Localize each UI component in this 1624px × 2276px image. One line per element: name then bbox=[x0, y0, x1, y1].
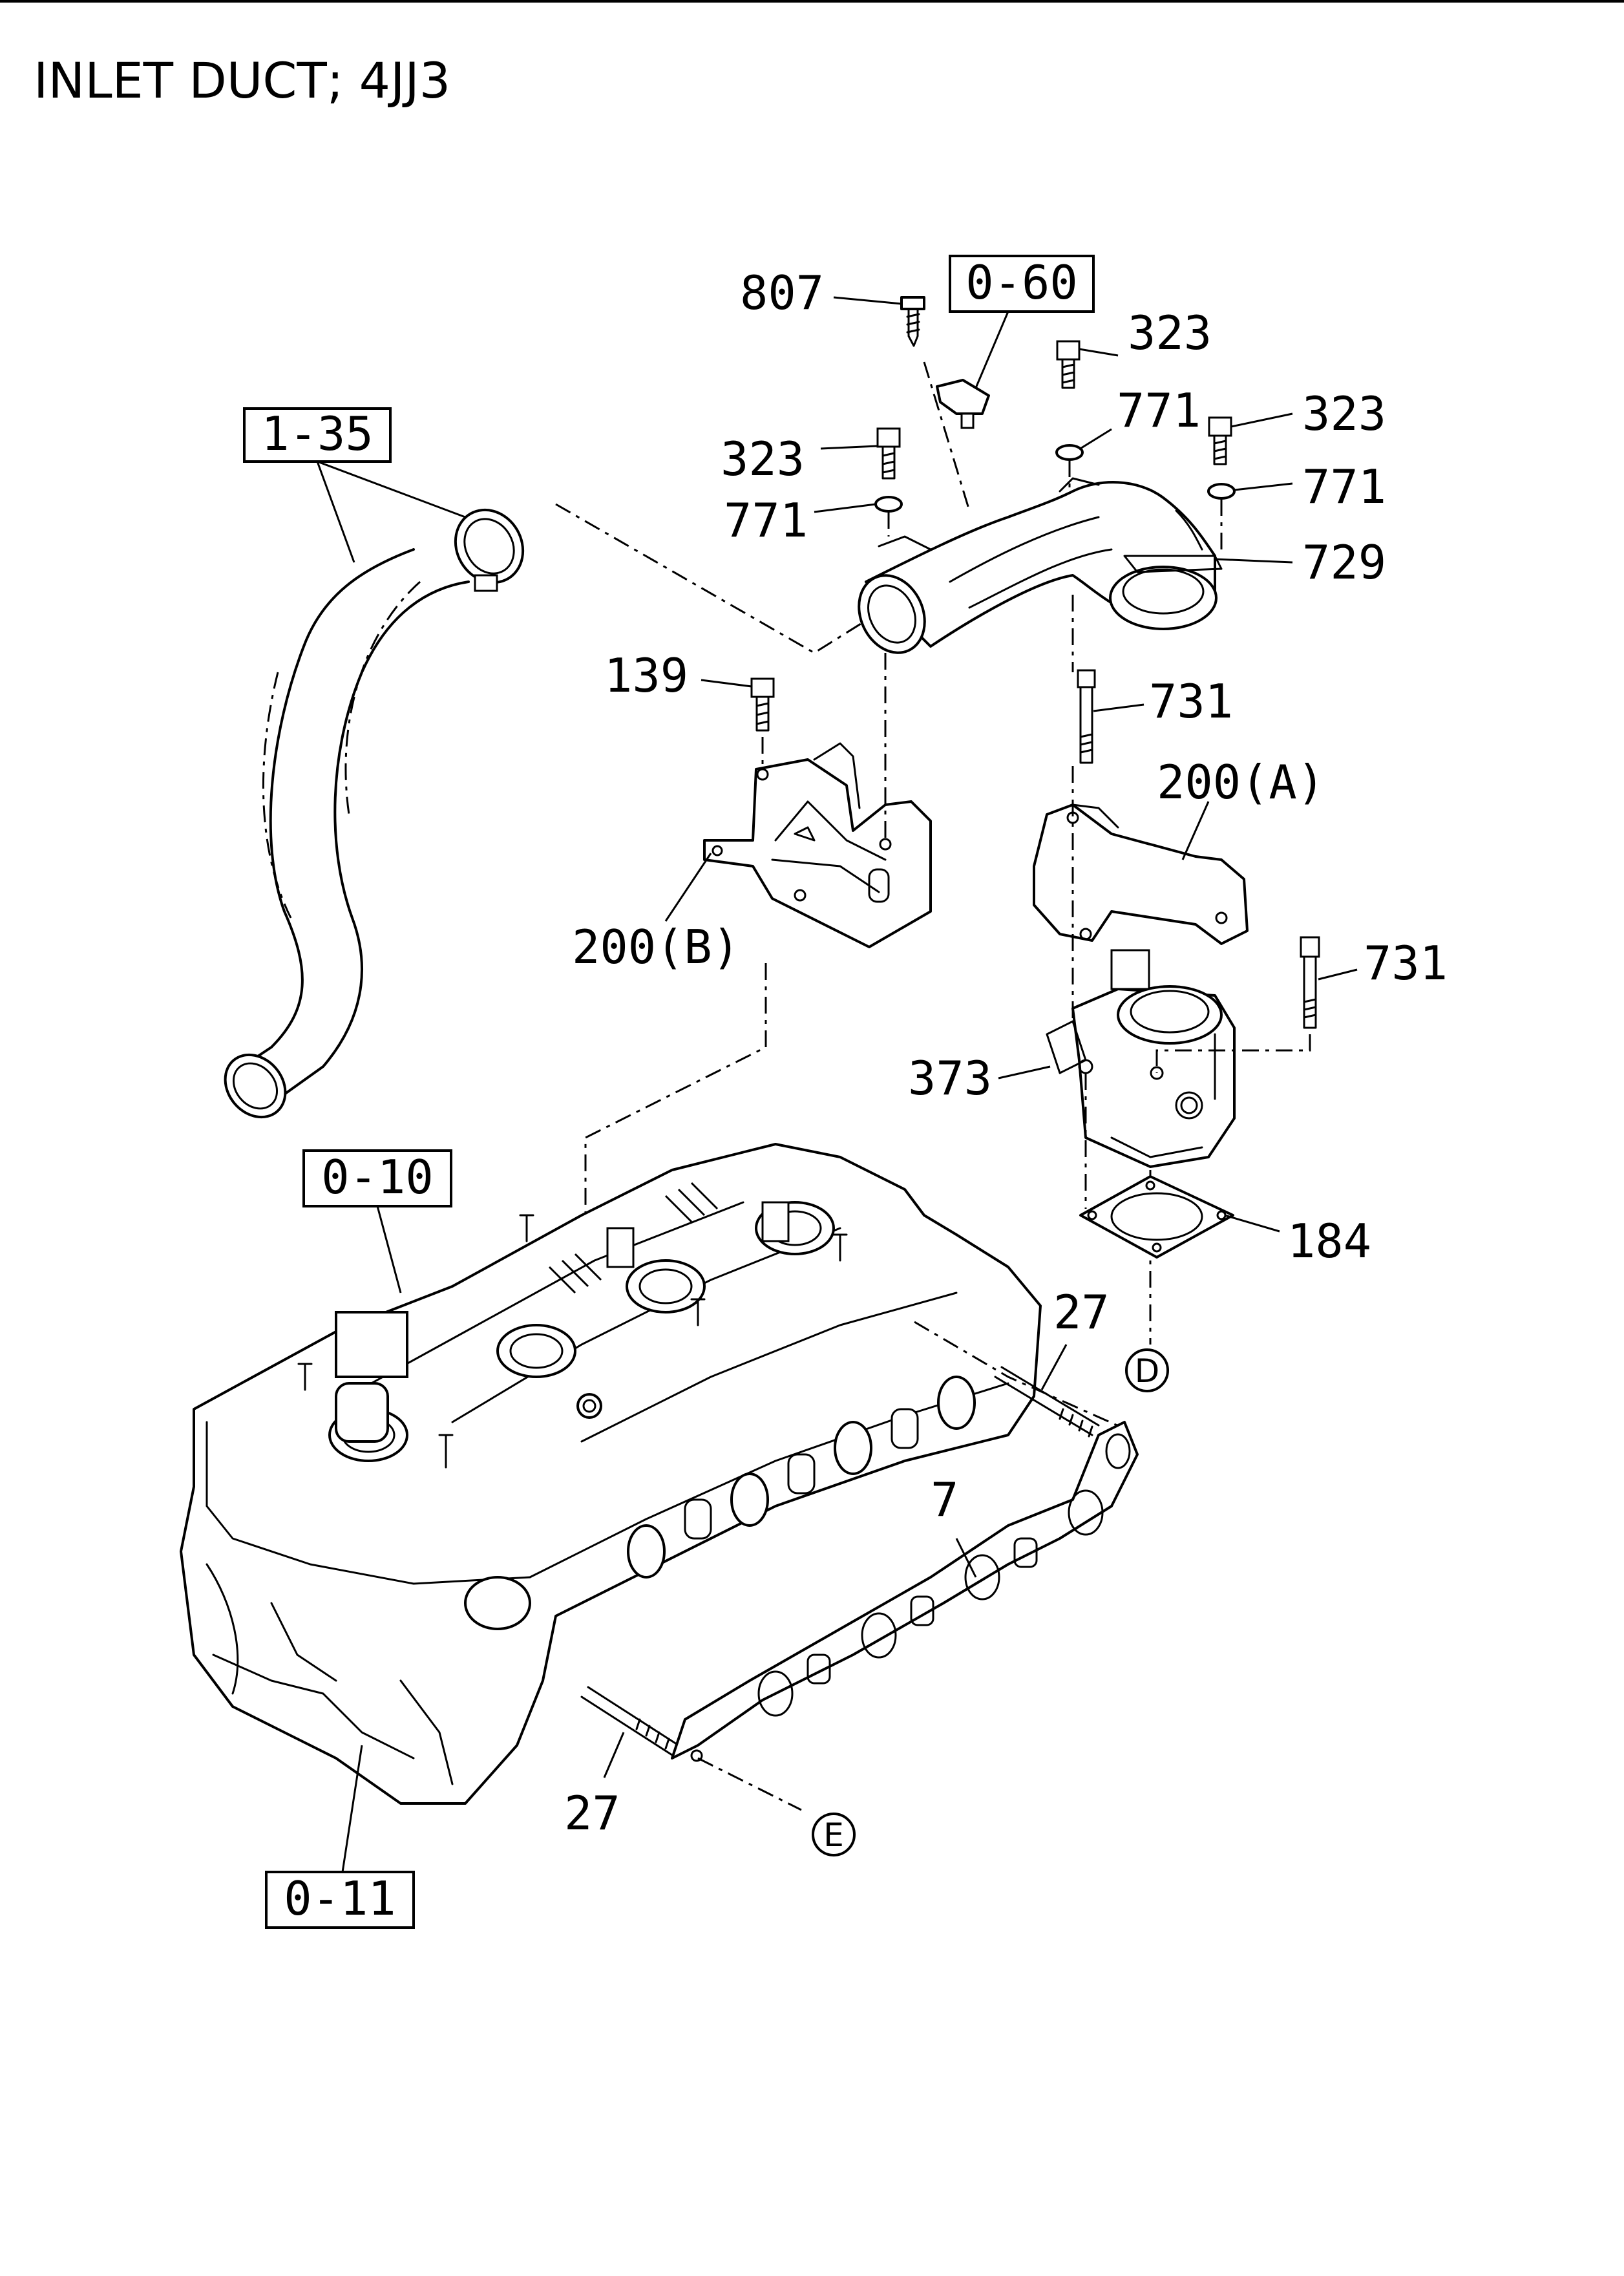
bolt-323-left bbox=[876, 427, 901, 480]
bracket-200b bbox=[703, 742, 932, 948]
hose-to-duct-line bbox=[555, 503, 867, 654]
sensor-0-60 bbox=[936, 379, 990, 429]
cylinder-head bbox=[180, 1143, 1042, 1805]
label-200a[interactable]: 200(A) bbox=[1157, 755, 1325, 809]
leader-200a bbox=[1181, 801, 1210, 860]
leader-729 bbox=[1214, 558, 1293, 564]
ref-box-0-60-label: 0-60 bbox=[965, 255, 1077, 310]
connector-e: E bbox=[812, 1813, 856, 1856]
leader-771-middle bbox=[1079, 428, 1112, 451]
washer-771-middle bbox=[1055, 444, 1084, 461]
label-373[interactable]: 373 bbox=[908, 1051, 992, 1105]
label-729[interactable]: 729 bbox=[1302, 535, 1386, 590]
ref-box-0-11-label: 0-11 bbox=[284, 1871, 395, 1926]
stud-27-lower bbox=[580, 1686, 680, 1756]
label-200b[interactable]: 200(B) bbox=[572, 920, 740, 974]
washer-771-left bbox=[874, 496, 903, 513]
leader-1-35-clamp bbox=[317, 460, 466, 518]
sensor-screw-line bbox=[923, 361, 971, 511]
label-184[interactable]: 184 bbox=[1287, 1214, 1371, 1268]
bolt-731-lower bbox=[1300, 936, 1320, 1029]
bolt-731-lower-line bbox=[1155, 1034, 1311, 1073]
label-139[interactable]: 139 bbox=[604, 648, 688, 703]
connector-d-label: D bbox=[1135, 1352, 1160, 1390]
label-807[interactable]: 807 bbox=[740, 266, 824, 320]
bracket-200a bbox=[1033, 803, 1249, 945]
label-323-middle[interactable]: 323 bbox=[1128, 306, 1212, 360]
leader-139 bbox=[701, 679, 752, 688]
inlet-duct bbox=[858, 477, 1223, 654]
leader-373 bbox=[998, 1065, 1051, 1080]
label-323-left[interactable]: 323 bbox=[721, 432, 805, 486]
label-771-right[interactable]: 771 bbox=[1302, 460, 1386, 514]
bolt-323-middle bbox=[1056, 340, 1081, 389]
label-731-lower[interactable]: 731 bbox=[1364, 936, 1448, 990]
screw-807 bbox=[900, 296, 925, 347]
gasket-e-line bbox=[697, 1757, 802, 1811]
ref-box-0-10-label: 0-10 bbox=[321, 1150, 433, 1204]
ref-box-0-11[interactable]: 0-11 bbox=[265, 1871, 415, 1929]
leader-323-left bbox=[820, 445, 878, 450]
page-title: INLET DUCT; 4JJ3 bbox=[34, 52, 451, 109]
top-border-line bbox=[0, 0, 1624, 3]
leader-1-35-hose bbox=[316, 461, 355, 563]
bolt-139 bbox=[750, 677, 775, 732]
leader-731-upper bbox=[1093, 703, 1144, 712]
manifold-gasket-7 bbox=[671, 1421, 1139, 1762]
label-7[interactable]: 7 bbox=[931, 1473, 958, 1527]
leader-807 bbox=[833, 296, 902, 305]
leader-0-11 bbox=[341, 1745, 363, 1873]
ref-box-0-10[interactable]: 0-10 bbox=[302, 1149, 452, 1207]
leader-771-left bbox=[814, 503, 876, 513]
ref-box-1-35[interactable]: 1-35 bbox=[243, 407, 392, 463]
leader-184 bbox=[1224, 1214, 1280, 1233]
hose-clamp bbox=[454, 508, 525, 592]
leader-7 bbox=[955, 1538, 977, 1578]
gasket-184 bbox=[1079, 1175, 1234, 1259]
connector-d: D bbox=[1125, 1348, 1169, 1392]
label-771-left[interactable]: 771 bbox=[724, 493, 808, 548]
label-731-upper[interactable]: 731 bbox=[1149, 674, 1233, 729]
ref-box-0-60[interactable]: 0-60 bbox=[949, 255, 1095, 313]
label-771-middle[interactable]: 771 bbox=[1117, 383, 1201, 438]
label-27-upper[interactable]: 27 bbox=[1053, 1285, 1110, 1339]
leader-731-lower bbox=[1318, 968, 1358, 981]
leader-323-right bbox=[1230, 412, 1293, 428]
connector-e-label: E bbox=[823, 1816, 844, 1854]
leader-323-middle bbox=[1079, 348, 1119, 357]
head-stud-line bbox=[914, 1321, 1125, 1430]
label-323-right[interactable]: 323 bbox=[1302, 387, 1386, 441]
leader-27-lower bbox=[603, 1732, 625, 1778]
label-27-lower[interactable]: 27 bbox=[564, 1786, 620, 1840]
bolt-731-upper bbox=[1077, 669, 1096, 764]
washer-771-right bbox=[1207, 483, 1236, 500]
leader-771-right bbox=[1234, 482, 1293, 491]
bolt-323-right bbox=[1208, 416, 1232, 465]
leader-0-10 bbox=[376, 1206, 402, 1293]
leader-27-upper bbox=[1040, 1344, 1068, 1390]
intake-hose bbox=[224, 548, 470, 1119]
leader-0-60 bbox=[975, 311, 1009, 388]
ref-box-1-35-label: 1-35 bbox=[261, 407, 373, 461]
throttle-body-373 bbox=[1046, 949, 1236, 1168]
stud-27-upper bbox=[994, 1366, 1100, 1438]
leader-200b bbox=[664, 853, 712, 922]
